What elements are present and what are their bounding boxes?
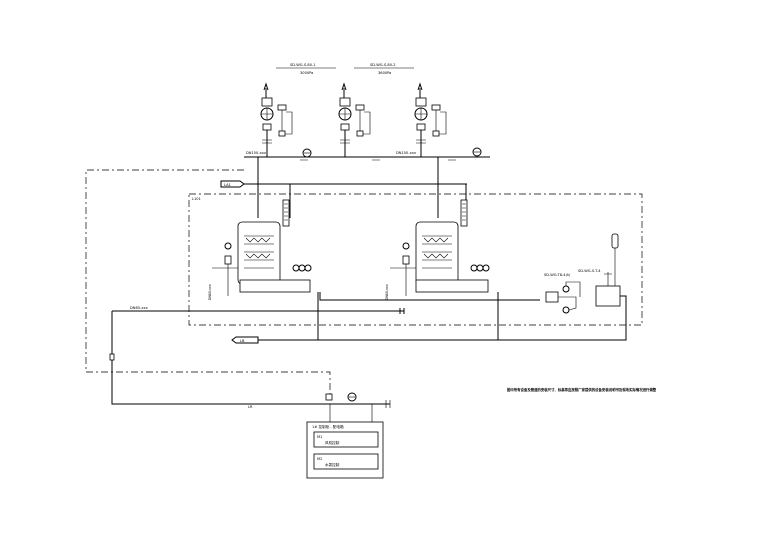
pressure-gauge-icon: [347, 392, 357, 402]
tag-return: LB: [231, 336, 259, 344]
pump-unit: SD-WG-T8-4(k) SD-WG-S-T-4: [258, 233, 627, 341]
tag-bottom: LR: [248, 405, 253, 409]
pressure-gauge-icon: [302, 148, 312, 158]
scrubber-tower-2: DN80-xxx: [385, 199, 490, 300]
control-item-text-1: 风机控制: [325, 440, 340, 445]
header-pipe-label-2: DN150-xxx: [396, 151, 417, 155]
return-line: [112, 308, 405, 314]
control-box-title: 1# 控制柜 - 配电箱: [312, 424, 344, 429]
outer-control-loop: [85, 169, 331, 400]
svg-text:LA1: LA1: [224, 183, 231, 187]
control-item-code-1: M1: [317, 435, 322, 439]
fan-label-group: SD-WG-S-80-1 SD-WG-S-80-2 3000Pa 3600Pa: [276, 63, 414, 75]
tag-inlet: LA1: [220, 180, 467, 188]
fan-sublabel-1: 3000Pa: [300, 71, 313, 75]
process-pipe: [317, 292, 540, 340]
fan-unit-2: [338, 82, 371, 150]
pressure-gauge-icon: [472, 147, 482, 157]
fan-sublabel-2: 3600Pa: [378, 71, 391, 75]
drawing-note: 图中所有设备及管道的安装尺寸、标高等应按照厂家提供的设备安装说明书及现场实际情况…: [507, 387, 657, 392]
control-item-text-2: 水泵控制: [325, 462, 340, 467]
loop-label-1: DN80-xxx: [208, 284, 212, 300]
control-cabinet: 1# 控制柜 - 配电箱 M1 风机控制 M2 水泵控制: [306, 421, 384, 479]
main-header-pipe: DN150-xxx DN150-xxx: [244, 147, 490, 161]
pump-label-right: SD-WG-S-T-4: [578, 269, 601, 273]
fan-label-1: SD-WG-S-80-1: [290, 63, 316, 67]
fan-unit-1: [260, 82, 293, 150]
area-label: L101: [192, 197, 201, 201]
fan-unit-3: [414, 82, 447, 150]
drain-pipe: [111, 311, 390, 405]
header-pipe-label-1: DN150-xxx: [246, 151, 267, 155]
fan-label-2: SD-WG-S-80-2: [370, 63, 396, 67]
chemical-tank-icon: [611, 233, 619, 249]
scrubber-tower-1: DN80-xxx: [208, 199, 312, 300]
loop-label-2: DN80-xxx: [385, 284, 389, 300]
pump-label: SD-WG-T8-4(k): [544, 273, 571, 277]
left-pipe-label: DN65-xxx: [130, 306, 149, 310]
svg-text:LB: LB: [240, 339, 245, 343]
control-item-code-2: M2: [317, 457, 322, 461]
equipment-area-boundary: [188, 193, 643, 326]
